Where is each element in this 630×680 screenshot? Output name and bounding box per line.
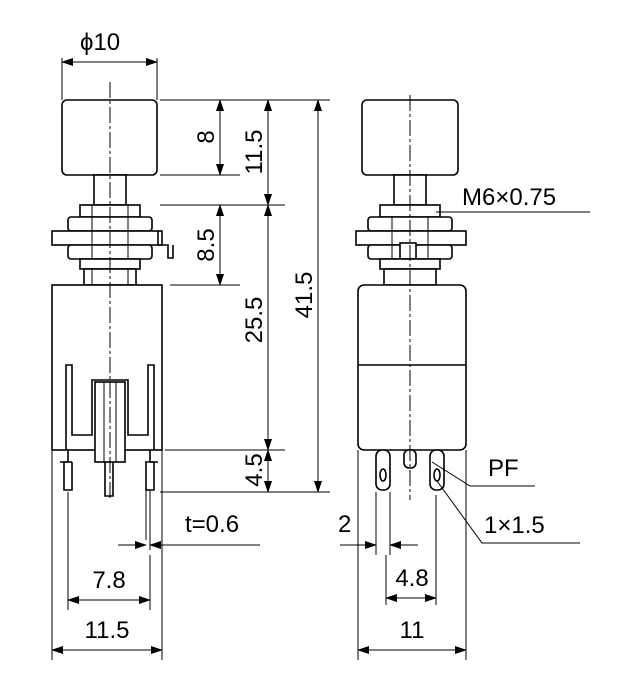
terminal-offset-label: 2 — [338, 511, 351, 538]
terminal-thickness-label: t=0.6 — [185, 511, 239, 538]
side-view — [355, 95, 467, 500]
cap-diameter-label: ϕ10 — [80, 29, 120, 56]
terminal-pitch-front-label: 7.8 — [92, 567, 125, 594]
body-width-front-label: 11.5 — [85, 617, 130, 644]
terminal-pitch-side-label: 4.8 — [395, 565, 428, 592]
hole-label: 1×1.5 — [484, 512, 545, 539]
overall-height-label: 41.5 — [291, 272, 318, 319]
cap-height-label: 8 — [193, 130, 220, 143]
bushing-height-label: 8.5 — [193, 228, 220, 261]
pf-label: PF — [488, 455, 519, 482]
to-bushing-label: 11.5 — [241, 130, 268, 175]
front-dimensions: ϕ10 8 11.5 8.5 25.5 41.5 4.5 t=0.6 — [51, 29, 330, 660]
terminal-length-label: 4.5 — [241, 453, 268, 486]
body-height-label: 25.5 — [241, 297, 268, 344]
side-dimensions: M6×0.75 PF 1×1.5 2 4.8 11 — [338, 184, 590, 660]
thread-label: M6×0.75 — [462, 184, 556, 211]
front-view — [51, 82, 174, 550]
body-width-side-label: 11 — [400, 617, 425, 644]
